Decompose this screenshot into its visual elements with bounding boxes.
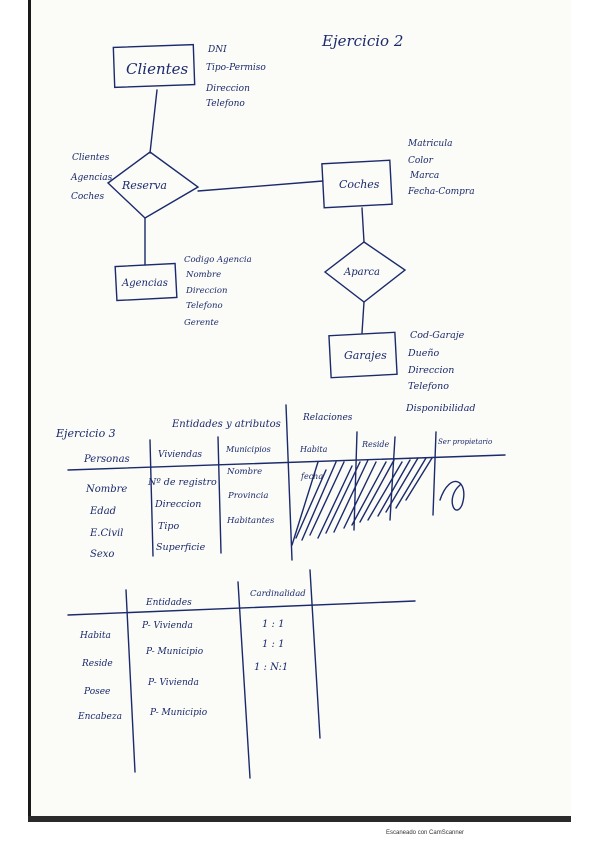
col-reside: Reside — [361, 440, 390, 449]
viviendas-attrs: Nº de registro Direccion Tipo Superficie — [147, 477, 220, 553]
propietario-scribble — [439, 480, 465, 511]
col-ser-propietario: Ser propietario — [438, 438, 492, 446]
hatching-scribble — [291, 457, 433, 546]
ex3-subtitle: Entidades y atributos — [171, 419, 281, 430]
relation-aparca: Aparca — [343, 267, 380, 278]
table2-relations: Habita Reside Posee Encabeza — [77, 631, 122, 722]
line-reserva-coches — [197, 180, 324, 192]
habita-attr: fecha — [300, 472, 323, 481]
table2-cardinalities: 1 : 1 1 : 1 1 : N:1 — [254, 619, 288, 673]
table2-col-line — [237, 581, 251, 779]
entity-agencias-box — [114, 262, 178, 302]
entity-agencias: Agencias — [121, 278, 168, 289]
relation-aparca-diamond — [323, 241, 407, 303]
table2-header-line — [67, 600, 416, 616]
entity-garajes: Garajes — [344, 349, 387, 362]
line-clientes-reserva — [149, 89, 158, 154]
municipios-attrs: Nombre Provincia Habitantes — [226, 467, 275, 526]
table1-col-line — [353, 431, 358, 531]
col-habita: Habita — [299, 445, 328, 454]
table2-col-line — [309, 569, 321, 739]
page-edge-left — [28, 0, 31, 818]
col-municipios: Municipios — [225, 445, 271, 454]
table1-col-line — [285, 404, 293, 561]
page-edge-bottom — [28, 816, 571, 822]
table2-entities: P- Vivienda P- Municipio P- Vivienda P- … — [141, 621, 208, 718]
attrs-agencias: Codigo Agencia Nombre Direccion Telefono… — [184, 255, 254, 328]
table2-header-entidades: Entidades — [145, 598, 192, 608]
paper-sheet — [30, 0, 571, 818]
relation-reserva: Reserva — [121, 179, 167, 192]
scanner-footer: Escaneado con CamScanner — [386, 830, 465, 836]
entity-coches: Coches — [339, 178, 380, 191]
attrs-coches: Matricula Color Marca Fecha-Compra — [407, 139, 475, 197]
ex3-relations-header: Relaciones — [302, 413, 353, 423]
table1-header-line — [67, 454, 506, 471]
table2-col-line — [125, 589, 136, 773]
attrs-clientes: DNI Tipo-Permiso Direccion Telefono — [205, 45, 269, 109]
table1-col-line — [149, 439, 154, 557]
entity-coches-box — [321, 159, 393, 209]
table1-col-line — [432, 431, 437, 516]
attrs-reserva: Clientes Agencias Coches — [70, 153, 115, 202]
line-coches-aparca — [361, 207, 365, 243]
entity-garajes-box — [328, 331, 398, 379]
personas-attrs: Nombre Edad E.Civil Sexo — [85, 484, 131, 560]
table2-header-cardinalidad: Cardinalidad — [250, 589, 306, 599]
ex3-title: Ejercicio 3 — [55, 427, 116, 440]
relation-reserva-diamond — [106, 151, 200, 219]
table1-col-line — [217, 436, 222, 554]
line-aparca-garajes — [361, 301, 365, 334]
ex2-title: Ejercicio 2 — [321, 32, 403, 50]
col-viviendas: Viviendas — [158, 450, 202, 460]
entity-clientes: Clientes — [126, 60, 189, 78]
entity-clientes-box — [112, 43, 196, 89]
col-personas: Personas — [83, 454, 130, 465]
attrs-garajes: Cod-Garaje Dueño Direccion Telefono Disp… — [405, 330, 476, 414]
